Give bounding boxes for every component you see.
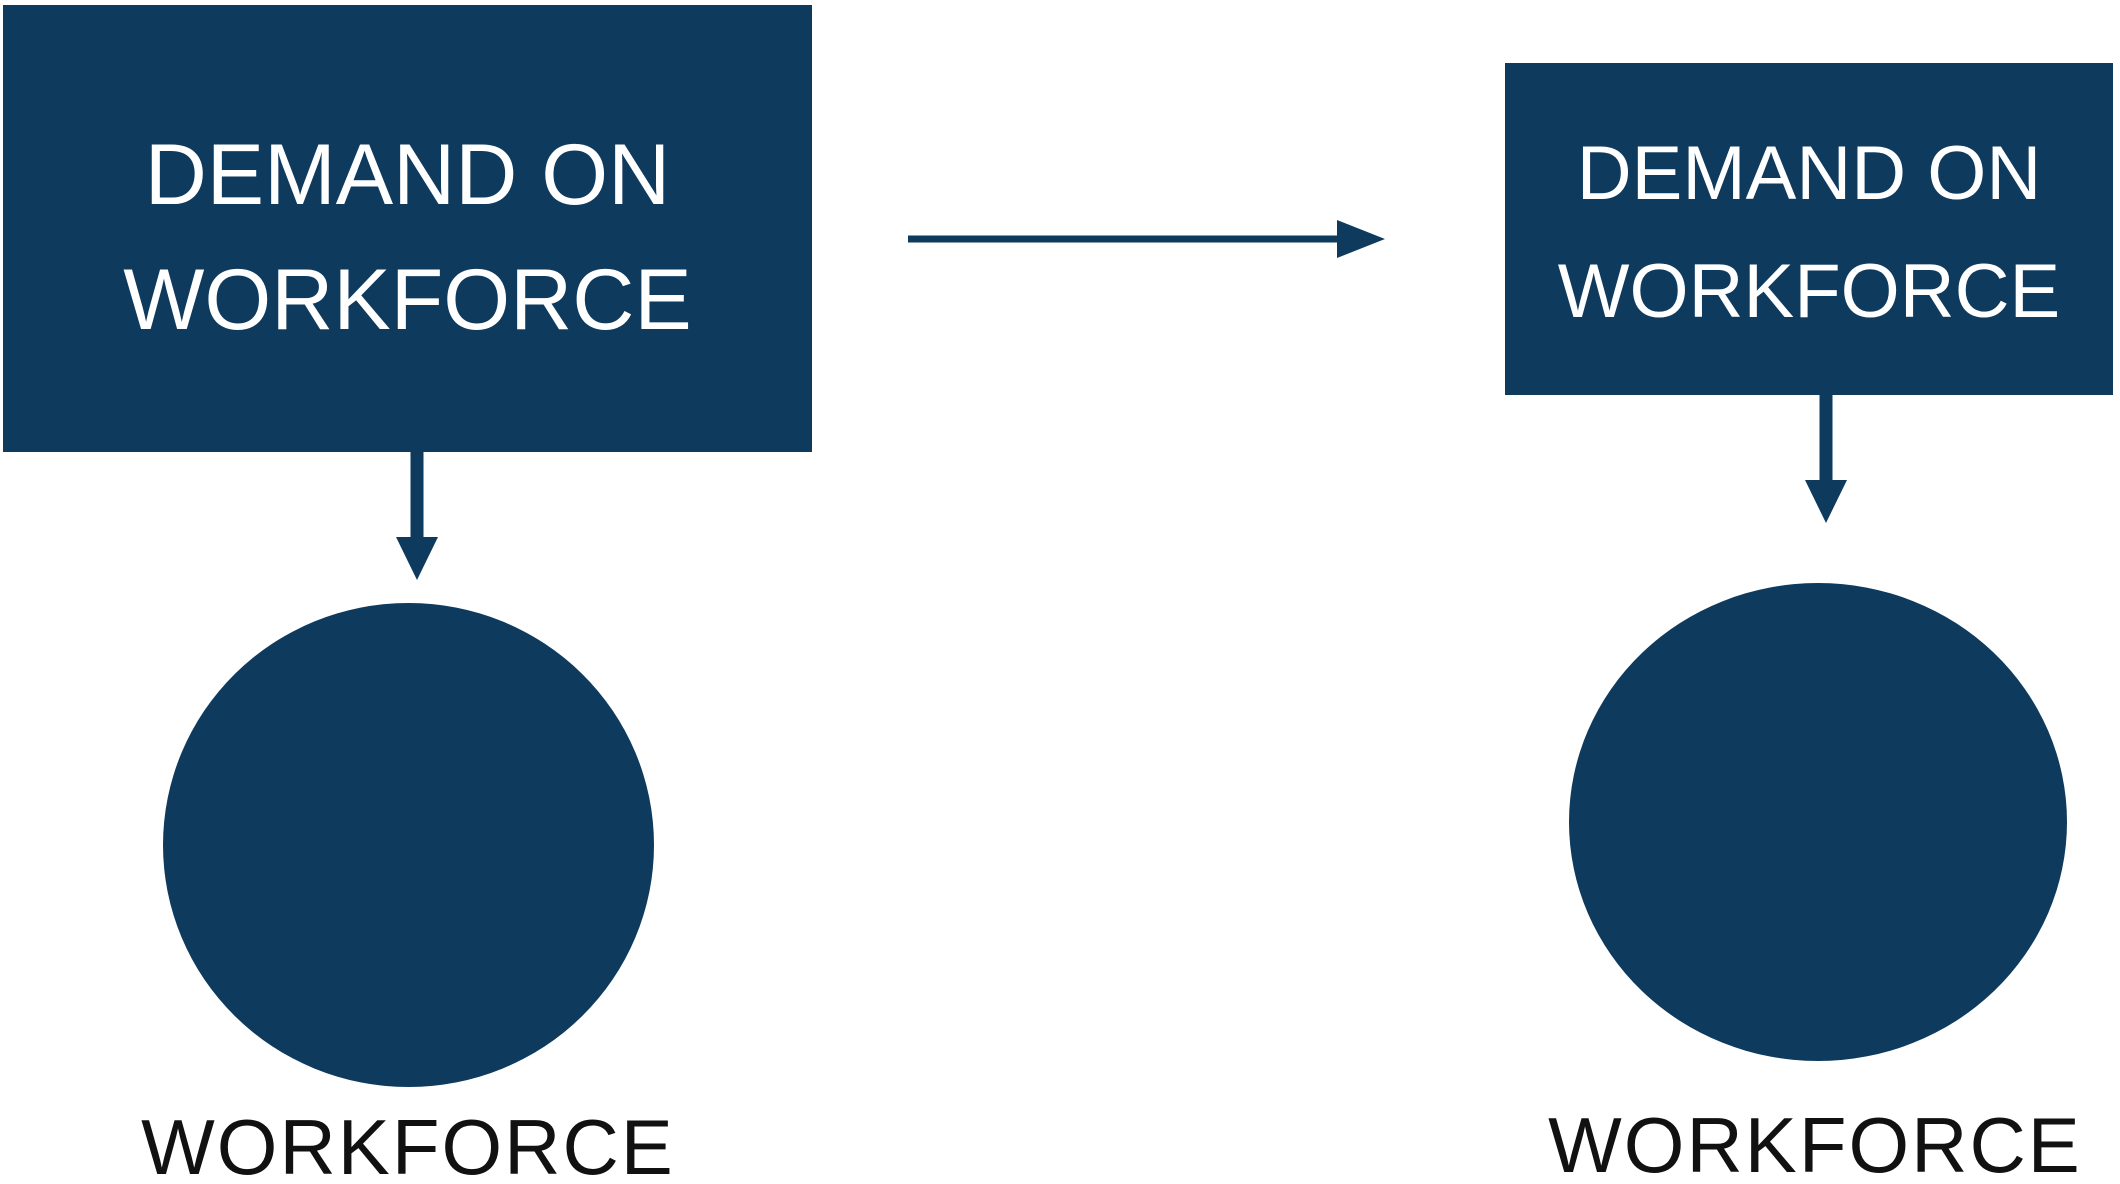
workforce-label-after: WORKFORCE (1548, 1101, 2082, 1184)
workforce-circle-after (1569, 583, 2067, 1061)
demand-box-line2: WORKFORCE (123, 251, 692, 348)
demand-box-after: DEMAND ON WORKFORCE (1505, 63, 2113, 395)
workforce-circle-before (163, 603, 654, 1087)
workforce-label-before: WORKFORCE (141, 1103, 675, 1184)
demand-box-before: DEMAND ON WORKFORCE (3, 5, 812, 452)
demand-box-line1: DEMAND ON (1576, 131, 2042, 216)
demand-box-line2: WORKFORCE (1557, 249, 2061, 334)
down-arrow-icon (1805, 395, 1847, 523)
demand-box-line1: DEMAND ON (144, 126, 671, 223)
right-arrow-icon (908, 220, 1385, 258)
down-arrow-icon (396, 452, 438, 580)
